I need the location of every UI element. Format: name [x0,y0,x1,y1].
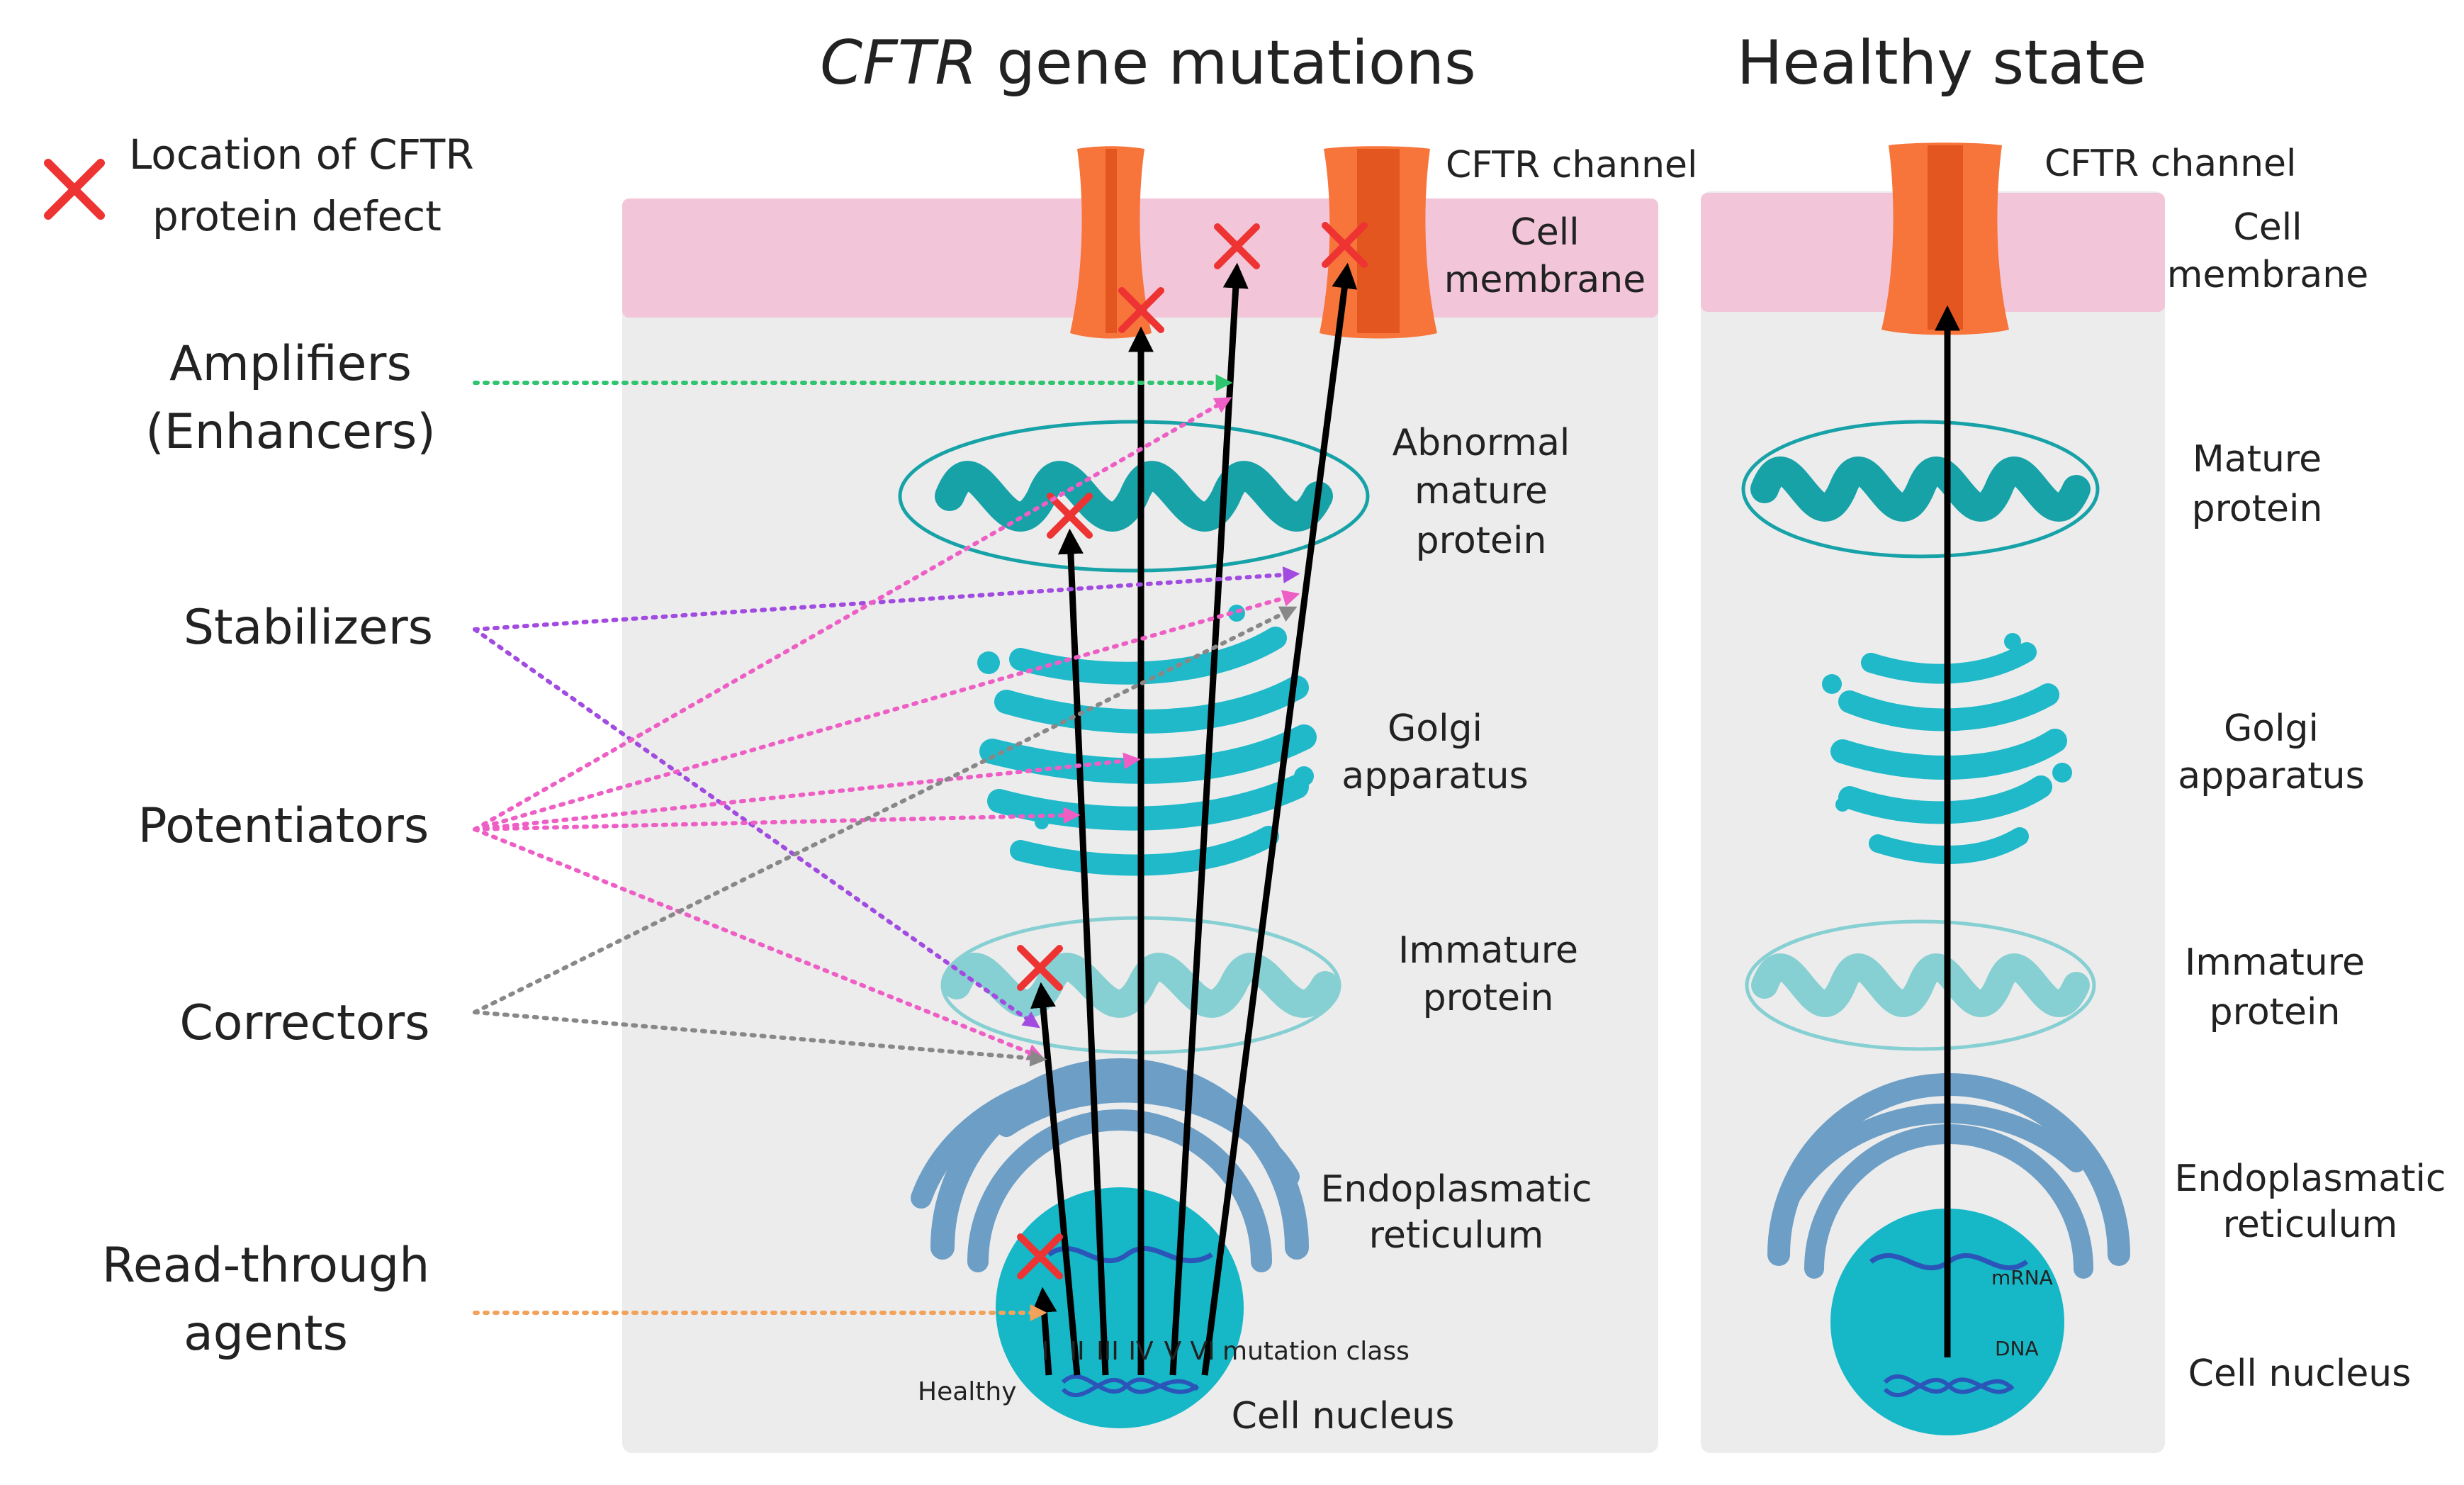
abnormal-mature-protein [898,420,1370,573]
healthy-immature-protein-label: Immature [2185,941,2365,984]
abnormal-protein-label-3: protein [1416,520,1547,562]
mutation-class-caption: mutation class [1222,1337,1410,1366]
class-II-arrow [1030,982,1081,1376]
defect-marker-icon [44,159,105,220]
healthy-dna-helix [1883,1374,2015,1397]
cftr-channel-defective [1070,146,1152,339]
healthy-mature-protein-label: Mature [2193,438,2322,481]
correctors-label: Correctors [179,995,429,1051]
healthy-title: Healthy state [1737,28,2147,99]
healthy-arrow-label: Healthy [918,1377,1017,1406]
defect-marker-class-III [1047,493,1093,539]
mrna-label: mRNA [1991,1266,2053,1289]
healthy-golgi-vesicles [1822,633,2072,812]
defect-marker-class-I [1017,1233,1063,1279]
healthy-immature-protein [1745,919,2096,1051]
legend-line-1: Location of CFTR [129,130,474,179]
healthy-golgi-apparatus [1830,642,2067,864]
mutation-class-arrows [1030,262,1358,1376]
healthy-cftr-channel-label: CFTR channel [2044,142,2297,185]
healthy-nucleus-label: Cell nucleus [2188,1352,2412,1395]
mutations-title: CFTR gene mutations [820,28,1476,99]
readthrough-label: Read-through [102,1238,430,1294]
class-label: II [1069,1337,1084,1366]
er-label-2: reticulum [1369,1214,1544,1257]
er-label: Endoplasmatic [1321,1168,1592,1211]
corrector-arrows [473,606,1298,1067]
defect-marker-class-V [1214,223,1260,269]
class-label: IV [1128,1337,1154,1366]
cftr-channel-defective-2 [1320,146,1437,339]
golgi-label-2: apparatus [1341,755,1528,797]
healthy-mature-protein-label-2: protein [2192,488,2323,530]
nucleus-label: Cell nucleus [1232,1395,1455,1438]
healthy-cftr-channel [1881,142,2009,335]
readthrough-label-2: agents [184,1306,348,1362]
legend-line-2: protein defect [152,192,441,240]
stabilizer-arrows [473,566,1300,1029]
class-label: III [1096,1337,1119,1366]
defect-markers [1017,222,1368,1279]
abnormal-protein-label-2: mature [1414,470,1548,512]
defect-marker-class-VI [1322,222,1368,268]
abnormal-protein-label: Abnormal [1393,422,1570,464]
endoplasmic-reticulum [911,1058,1309,1272]
dna-helix [1061,1374,1199,1397]
amplifiers-label-2: (Enhancers) [145,404,436,460]
stabilizers-label: Stabilizers [184,600,433,656]
healthy-er-label: Endoplasmatic [2175,1158,2446,1200]
cell-membrane-label: Cell [1510,211,1579,254]
healthy-er-label-2: reticulum [2223,1204,2398,1246]
healthy-mature-protein [1741,420,2100,559]
class-label: VI [1190,1337,1215,1366]
mutation-class-labels: I II III IV V VI [1042,1337,1215,1366]
class-III-arrow [1057,528,1109,1376]
golgi-apparatus [979,627,1317,876]
golgi-label: Golgi [1388,707,1483,750]
class-label: I [1042,1337,1050,1366]
cell-membrane-label-2: membrane [1444,259,1646,301]
healthy-cell-membrane-label: Cell [2233,206,2302,249]
healthy-golgi-label: Golgi [2224,707,2319,750]
healthy-cell-membrane-label-2: membrane [2167,254,2369,296]
defect-marker-class-IV [1118,287,1164,333]
dna-label: DNA [1995,1337,2039,1360]
potentiators-label: Potentiators [138,798,429,854]
healthy-golgi-label-2: apparatus [2178,755,2364,797]
immature-protein-label-2: protein [1423,977,1554,1019]
amplifiers-label: Amplifiers [169,336,412,392]
potentiator-arrows [473,397,1300,1060]
cftr-channel-label: CFTR channel [1446,144,1698,186]
class-V-arrow [1169,262,1249,1376]
class-label: V [1164,1337,1182,1366]
healthy-immature-protein-label-2: protein [2210,991,2341,1033]
defect-marker-class-II [1017,945,1063,991]
class-VI-arrow [1201,262,1358,1376]
immature-protein-label: Immature [1398,929,1578,972]
mrna-strand [1047,1245,1213,1264]
